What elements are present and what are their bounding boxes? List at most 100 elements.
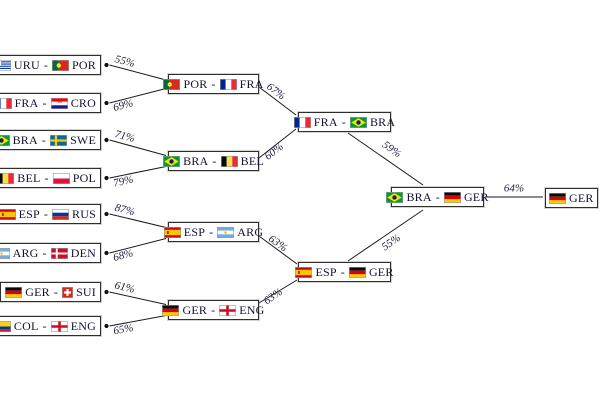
france-flag-icon	[0, 97, 12, 109]
win-probability-label: 71%	[113, 128, 136, 145]
win-probability-label: 63%	[266, 233, 289, 255]
match-box-ger-sui: GER - SUI	[0, 282, 101, 302]
vs-separator: -	[42, 95, 47, 110]
team-code: RUS	[72, 206, 96, 221]
france-flag-icon	[293, 116, 311, 128]
uruguay-flag-icon	[0, 59, 11, 71]
win-probability-label: 64%	[504, 183, 524, 195]
vs-separator: -	[42, 318, 47, 333]
vs-separator: -	[41, 132, 47, 147]
vs-separator: -	[43, 57, 49, 72]
bracket-connector-line	[109, 238, 167, 254]
connector-dot	[104, 211, 109, 217]
bracket-connector-line	[109, 64, 167, 81]
match-box-bra-swe: BRA - SWE	[0, 130, 101, 150]
bracket-connector-line	[258, 86, 297, 116]
spain-flag-icon	[163, 226, 181, 238]
match-box-por-fra: POR - FRA	[163, 74, 263, 94]
match-box-fra-bra: FRA - BRA	[293, 112, 395, 132]
england-flag-icon	[219, 304, 237, 316]
argentina-flag-icon	[217, 226, 235, 238]
win-probability-label: 60%	[263, 141, 286, 163]
bracket-connector-line	[109, 139, 167, 156]
spain-flag-icon	[0, 208, 16, 220]
team-code: BRA	[183, 153, 209, 168]
connector-dot	[104, 250, 109, 256]
vs-separator: -	[43, 206, 49, 221]
belgium-flag-icon	[0, 172, 15, 184]
connector-dot	[104, 137, 109, 143]
team-code: BRA	[12, 132, 38, 147]
brazil-flag-icon	[0, 134, 10, 146]
brazil-flag-icon	[349, 116, 367, 128]
team-code: ESP	[18, 206, 40, 221]
match-box-esp-arg: ESP - ARG	[163, 222, 263, 242]
team-code: GER	[368, 264, 394, 279]
match-box-col-eng: COL - ENG	[0, 316, 101, 336]
vs-separator: -	[209, 224, 214, 239]
connector-dot	[104, 62, 109, 68]
match-box-uru-por: URU - POR	[0, 55, 101, 75]
match-box-bra-ger: BRA - GER	[386, 187, 488, 207]
team-code: FRA	[239, 76, 264, 91]
team-code: ESP	[315, 264, 337, 279]
connector-dot	[104, 100, 109, 106]
team-code: GER	[25, 284, 50, 299]
bracket-connector-line	[347, 132, 424, 186]
belgium-flag-icon	[220, 155, 238, 167]
vs-separator: -	[340, 264, 345, 279]
win-probability-label: 55%	[380, 232, 403, 253]
sweden-flag-icon	[50, 134, 68, 146]
team-code: URU	[13, 57, 40, 72]
vs-separator: -	[341, 114, 346, 129]
match-box-bra-bel: BRA - BEL	[163, 151, 264, 171]
champion-team-code: GER	[569, 190, 594, 205]
team-code: FRA	[14, 95, 39, 110]
team-code: ESP	[183, 224, 206, 239]
germany-flag-icon	[162, 304, 180, 316]
spain-flag-icon	[295, 266, 313, 278]
team-code: BRA	[369, 114, 396, 129]
match-box-bel-pol: BEL - POL	[0, 168, 101, 188]
match-box-ger-eng: GER - ENG	[162, 300, 264, 320]
vs-separator: -	[211, 302, 216, 317]
team-code: POL	[72, 170, 96, 185]
bracket-connector-line	[109, 88, 167, 104]
team-code: COL	[13, 318, 39, 333]
vs-separator: -	[435, 189, 440, 204]
croatia-flag-icon	[50, 97, 68, 109]
bracket-connector-line	[109, 213, 167, 228]
denmark-flag-icon	[50, 247, 68, 259]
poland-flag-icon	[52, 172, 70, 184]
team-code: BRA	[406, 189, 432, 204]
win-probability-label: 87%	[113, 202, 135, 219]
match-box-esp-ger: ESP - GER	[295, 262, 394, 282]
vs-separator: -	[42, 245, 47, 260]
team-code: ENG	[70, 318, 96, 333]
vs-separator: -	[211, 76, 216, 91]
win-probability-label: 65%	[112, 322, 134, 338]
connector-dot	[104, 289, 109, 295]
win-probability-label: 68%	[112, 247, 135, 264]
colombia-flag-icon	[0, 320, 11, 332]
portugal-flag-icon	[52, 59, 70, 71]
connector-dot	[104, 175, 109, 181]
team-code: SUI	[76, 284, 96, 299]
team-code: POR	[72, 57, 96, 72]
england-flag-icon	[50, 320, 68, 332]
team-code: ARG	[12, 245, 39, 260]
connector-dot	[104, 323, 109, 329]
germany-flag-icon	[5, 286, 23, 298]
team-code: SWE	[70, 132, 96, 147]
vs-separator: -	[44, 170, 49, 185]
russia-flag-icon	[52, 208, 70, 220]
germany-flag-icon	[348, 266, 366, 278]
argentina-flag-icon	[0, 247, 10, 259]
team-code: ARG	[237, 224, 264, 239]
team-code: CRO	[70, 95, 96, 110]
bracket-connector-line	[347, 209, 424, 262]
brazil-flag-icon	[386, 191, 404, 203]
match-box-arg-den: ARG - DEN	[0, 243, 101, 263]
